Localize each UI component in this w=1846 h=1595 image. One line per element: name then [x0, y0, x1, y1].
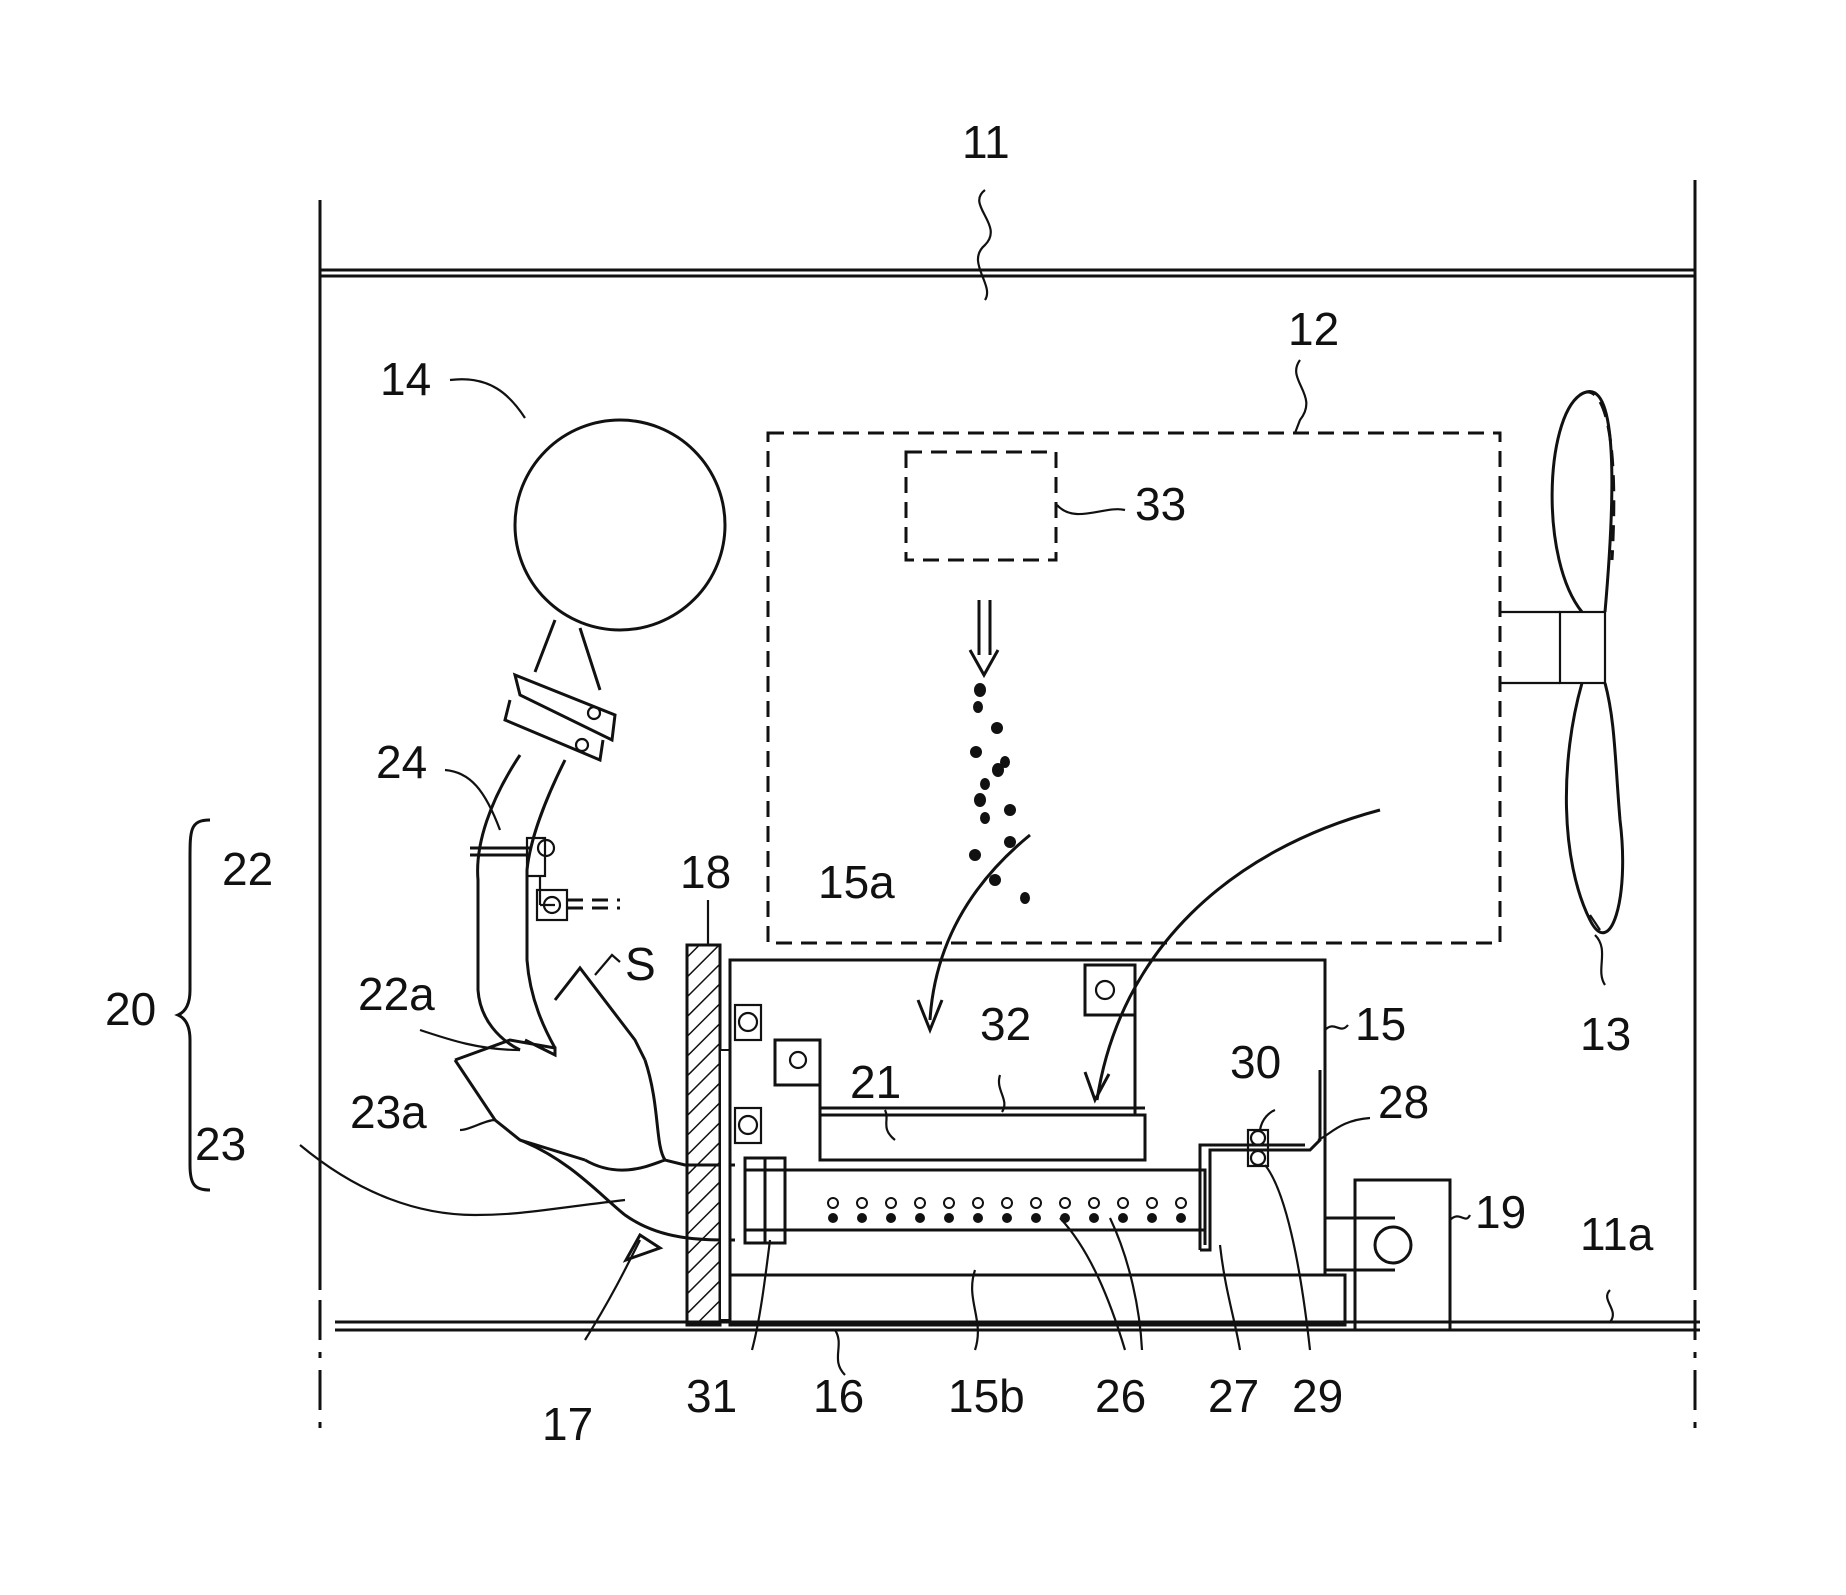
label-32: 32 [980, 998, 1031, 1050]
label-21: 21 [850, 1056, 901, 1108]
label-16: 16 [813, 1370, 864, 1422]
burner-hole-dot [1118, 1213, 1128, 1223]
label-15b: 15b [948, 1370, 1025, 1422]
burner-hole [1147, 1198, 1157, 1208]
label-12: 12 [1288, 303, 1339, 355]
burner-hole [1118, 1198, 1128, 1208]
burner-hole [1089, 1198, 1099, 1208]
burner-holes [828, 1198, 1186, 1223]
compressor-14 [450, 379, 725, 760]
burner-hole-dot [944, 1213, 954, 1223]
label-22a: 22a [358, 968, 435, 1020]
base-plate-11a [335, 1290, 1700, 1375]
leader-31 [752, 1240, 770, 1350]
label-29: 29 [1292, 1370, 1343, 1422]
burner-hole [1176, 1198, 1186, 1208]
label-27: 27 [1208, 1370, 1259, 1422]
burner-hole [1031, 1198, 1041, 1208]
label-S: S [625, 938, 656, 990]
particles [969, 683, 1030, 904]
burner-hole-dot [1031, 1213, 1041, 1223]
burner-hole-dot [915, 1213, 925, 1223]
leader-15 [1325, 1025, 1348, 1030]
burner-hole-dot [886, 1213, 896, 1223]
burner-hole-dot [1176, 1213, 1186, 1223]
label-11: 11 [962, 116, 1010, 168]
label-13: 13 [1580, 1008, 1631, 1060]
label-18: 18 [680, 846, 731, 898]
leader-15b [972, 1270, 978, 1350]
burner-hole-dot [973, 1213, 983, 1223]
label-24: 24 [376, 736, 427, 788]
label-31: 31 [686, 1370, 737, 1422]
burner-hole [828, 1198, 838, 1208]
fan-13 [1500, 392, 1623, 985]
burner-hole [1002, 1198, 1012, 1208]
labels: 11 12 13 14 15 15a 15b 16 17 18 19 20 21… [105, 116, 1654, 1450]
burner-hole-dot [1002, 1213, 1012, 1223]
label-33: 33 [1135, 478, 1186, 530]
burner-hole [886, 1198, 896, 1208]
down-arrow-icon [970, 600, 998, 675]
igniter-19 [1325, 1180, 1470, 1330]
pipe-22 [445, 755, 620, 1050]
burner-hole [944, 1198, 954, 1208]
label-20: 20 [105, 983, 156, 1035]
burner-hole [973, 1198, 983, 1208]
burner-hole [857, 1198, 867, 1208]
label-19: 19 [1475, 1186, 1526, 1238]
pipe-23 [300, 1140, 735, 1340]
burner-hole-dot [1089, 1213, 1099, 1223]
label-11a: 11a [1580, 1208, 1654, 1260]
burner-hole [1060, 1198, 1070, 1208]
label-26: 26 [1095, 1370, 1146, 1422]
label-23: 23 [195, 1118, 246, 1170]
burner-hole-dot [857, 1213, 867, 1223]
label-30: 30 [1230, 1036, 1281, 1088]
wall-18 [687, 900, 730, 1325]
label-15a: 15a [818, 856, 895, 908]
label-23a: 23a [350, 1086, 427, 1138]
label-14: 14 [380, 353, 431, 405]
label-17: 17 [542, 1398, 593, 1450]
burner-hole-dot [1147, 1213, 1157, 1223]
label-28: 28 [1378, 1076, 1429, 1128]
label-22: 22 [222, 843, 273, 895]
label-15: 15 [1355, 998, 1406, 1050]
burner-hole-dot [828, 1213, 838, 1223]
burner-hole [915, 1198, 925, 1208]
flow-arrows [918, 810, 1380, 1100]
